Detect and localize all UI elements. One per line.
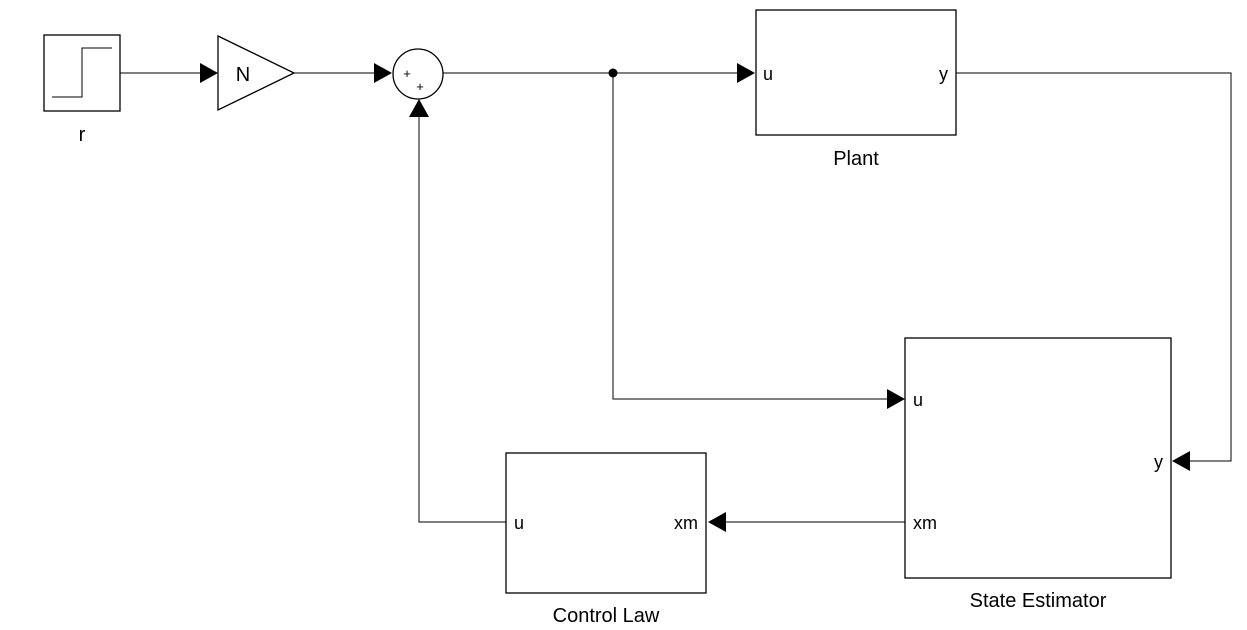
wire-control-law-to-sum[interactable] (418, 117, 506, 523)
step-block-label: r (79, 124, 86, 146)
arrowhead-gain-input (200, 63, 218, 83)
state-estimator-port-y: y (1154, 452, 1163, 472)
sum-sign-bottom: + (416, 79, 424, 94)
wire-plant-to-estimator-y[interactable] (956, 72, 1232, 462)
control-law-block-label: Control Law (553, 605, 660, 627)
wire-branch-to-estimator[interactable] (612, 73, 890, 400)
signal-wires (120, 68, 1232, 523)
sum-block-body[interactable] (392, 48, 444, 100)
arrowhead-sum-input-bottom (409, 99, 429, 117)
plant-port-y: y (939, 64, 948, 84)
arrowhead-estimator-y-input (1172, 451, 1190, 471)
state-estimator-block[interactable]: u y xm State Estimator (904, 337, 1172, 612)
state-estimator-port-u: u (913, 390, 923, 410)
state-estimator-block-body[interactable] (904, 337, 1172, 579)
control-law-block-body[interactable] (505, 452, 707, 594)
step-block[interactable]: r (43, 34, 121, 146)
plant-block[interactable]: u y Plant (755, 9, 957, 170)
control-law-port-u: u (514, 513, 524, 533)
gain-block[interactable]: N (217, 34, 296, 112)
branch-point (608, 68, 618, 78)
arrowheads (200, 63, 1190, 532)
arrowhead-sum-input-left (374, 63, 392, 83)
gain-block-label: N (236, 64, 250, 86)
arrowhead-control-law-input (708, 512, 726, 532)
plant-port-u: u (763, 64, 773, 84)
sum-block[interactable]: + + (392, 48, 444, 100)
sum-sign-left: + (403, 66, 411, 81)
plant-block-label: Plant (833, 148, 879, 170)
arrowhead-estimator-u-input (887, 389, 905, 409)
state-estimator-block-label: State Estimator (970, 590, 1107, 612)
gain-block-body[interactable] (217, 34, 296, 112)
step-icon (52, 47, 112, 98)
plant-block-body[interactable] (755, 9, 957, 136)
arrowhead-plant-input (737, 63, 755, 83)
control-law-port-xm: xm (674, 513, 698, 533)
control-law-block[interactable]: u xm Control Law (505, 452, 707, 627)
state-estimator-port-xm: xm (913, 513, 937, 533)
